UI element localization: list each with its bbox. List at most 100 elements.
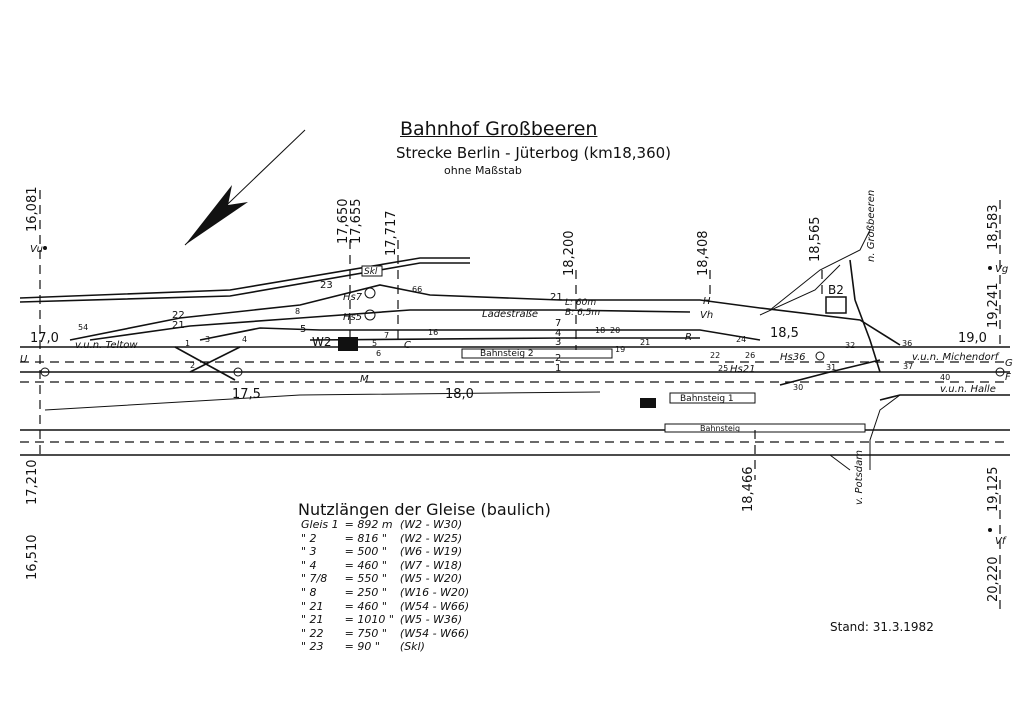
km-17-5: 17,5 [232,387,261,402]
signal-vh: Vh [700,310,713,321]
switch-4: 4 [242,335,247,344]
skl-shed: Skl [364,267,378,277]
km-20220: 20,220 [986,557,1001,603]
km-16510: 16,510 [25,535,40,581]
track-1-label: 1 [555,363,561,374]
track-length-row: " 3 = 500 " (W6 - W19) [298,545,472,559]
track-length-laenge: = 90 " [344,640,380,654]
signal-c: C [404,340,411,351]
signal-hs21: Hs21 [730,364,755,375]
track-length-gleis: " 7/8 [301,572,328,586]
km-17650: 17,650 [336,199,351,245]
track-length-row: " 21= 460 "(W54 - W66) [298,600,472,614]
signal-hs36: Hs36 [780,352,805,363]
platforms [338,265,866,433]
track-length-bereich: (W16 - W20) [399,585,470,599]
track-length-laenge: = 460 " [344,599,387,613]
track-length-row: " 7/8= 550 "(W5 - W20) [298,572,472,586]
track-length-laenge: = 550 " [344,572,387,586]
switch-18: 18 [595,326,605,335]
lower-tracks [44,346,1010,471]
switch-32: 32 [845,341,855,350]
switch-22: 22 [710,351,720,360]
km-markers [39,190,1001,610]
signal-u: U [20,354,28,365]
switch-8: 8 [295,307,300,316]
track-lengths-title: Nutzlängen der Gleise (baulich) [298,500,551,519]
track-length-bereich: (W54 - W66) [399,626,470,640]
track-length-gleis: " 8 [301,585,317,599]
km-19241: 19,241 [986,283,1001,329]
track-length-row: " 22= 750 "(W54 - W66) [298,627,472,641]
switch-24: 24 [736,335,746,344]
track-length-bereich: (W6 - W19) [399,545,463,559]
km-18200: 18,200 [562,231,577,277]
signal-r: R [685,332,692,343]
km-16081: 16,081 [25,187,40,233]
km-18583: 18,583 [986,205,1001,251]
track-4-label: 4 [555,328,561,339]
switch-tower-w2: W2 [312,335,332,349]
km-17655: 17,655 [349,199,364,245]
direction-grossbeeren: n. Großbeeren [866,190,877,262]
track-length-bereich: (W7 - W18) [399,558,463,572]
date-stamp: Stand: 31.3.1982 [830,620,934,634]
km-18-5: 18,5 [770,326,799,341]
switch-30: 30 [793,383,803,392]
switch-19: 19 [615,345,625,354]
track-23-label: 23 [320,280,333,291]
signal-icons [40,246,1005,532]
track-length-bereich: (W2 - W25) [399,531,463,545]
km-17-0: 17,0 [30,331,59,346]
track-length-gleis: " 4 [301,558,317,572]
track-length-laenge: = 250 " [344,585,387,599]
signal-m: M [360,374,369,385]
track-5-label: 5 [300,324,306,335]
main-tracks [20,346,1010,456]
direction-michendorf: v.u.n. Michendorf [912,352,1000,363]
switch-16: 16 [428,328,438,337]
signal-hs5: Hs5 [343,312,362,323]
ramp-length: L: 60m [565,298,596,308]
platform-1-label: Bahnsteig 1 [680,394,734,404]
track-length-gleis: " 21 [301,613,324,627]
track-3-label: 3 [555,337,561,348]
track-length-bereich: (Skl) [399,640,425,654]
track-21-label: 21 [550,292,563,303]
track-length-gleis: " 22 [301,626,324,640]
switch-54: 54 [78,323,88,332]
track-length-laenge: = 1010 " [344,613,394,627]
switch-26: 26 [745,351,755,360]
station-title: Bahnhof Großbeeren [400,118,598,140]
switch-36: 36 [902,339,912,348]
signal-f: F [1005,372,1011,383]
track-length-gleis: " 2 [301,531,317,545]
track-length-laenge: = 500 " [344,545,387,559]
track-length-row: " 23 = 90 " (Skl) [298,640,472,654]
track-2-label: 2 [555,353,561,364]
km-19-0: 19,0 [958,331,987,346]
track-length-gleis: " 3 [301,545,317,559]
track-length-bereich: (W2 - W30) [399,518,463,531]
switch-5: 5 [372,339,377,348]
building-b2: B2 [828,283,844,297]
track-length-row: " 21 = 1010 " (W5 - W36) [298,613,472,627]
ladestrasse-label: Ladestraße [482,309,538,320]
track-length-gleis: Gleis 1 [301,518,339,531]
track-length-laenge: = 816 " [344,531,387,545]
signal-hs7: Hs7 [343,292,363,303]
switch-1: 1 [185,339,190,348]
km-18408: 18,408 [696,231,711,277]
track-length-row: Gleis 1= 892 m(W2 - W30) [298,518,472,532]
switch-3: 3 [205,335,210,344]
km-17717: 17,717 [384,211,399,257]
switch-31: 31 [826,363,836,372]
track-length-gleis: " 23 [301,640,324,654]
track-length-bereich: (W5 - W36) [399,613,463,627]
km-19125: 19,125 [986,467,1001,513]
platform-label: Bahnsteig [700,424,740,433]
line-subtitle: Strecke Berlin - Jüterbog (km18,360) [396,144,672,162]
track-length-row: " 8 = 250 " (W16 - W20) [298,586,472,600]
switch-40: 40 [940,373,950,382]
